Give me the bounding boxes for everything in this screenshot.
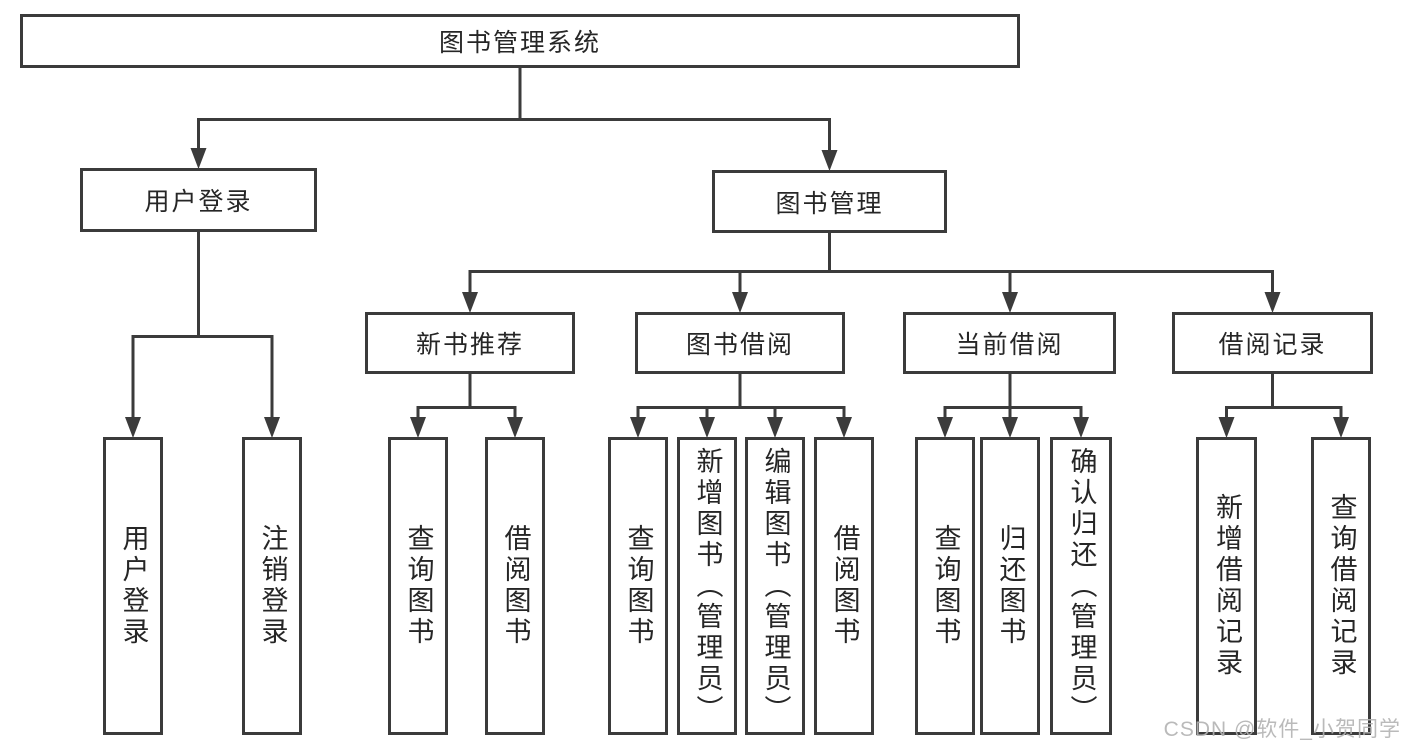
leaf-label: 查询借阅记录 [1326,493,1357,679]
leaf-label: 确认归还（管理员） [1066,446,1097,726]
leaf-label: 编辑图书（管理员） [760,446,791,726]
node-label: 当前借阅 [955,331,1064,359]
leaf-label: 查询图书 [623,524,654,648]
node-library-management-system: 图书管理系统 [20,14,1020,68]
leaf-label: 借阅图书 [829,524,860,648]
leaf-query-book-2: 查询图书 [608,437,668,735]
leaf-label: 查询图书 [930,524,961,648]
leaf-label: 借阅图书 [500,524,531,648]
node-borrow-records: 借阅记录 [1172,312,1373,374]
node-label: 图书借阅 [685,331,794,359]
leaf-logout: 注销登录 [242,437,302,735]
leaf-query-borrow-record: 查询借阅记录 [1311,437,1371,735]
leaf-label: 归还图书 [995,524,1026,648]
node-book-borrowing: 图书借阅 [635,312,845,374]
csdn-watermark: CSDN @软件_小贺同学 [1163,718,1401,741]
node-label: 图书管理系统 [438,29,601,57]
leaf-borrow-book-1: 借阅图书 [485,437,545,735]
leaf-query-book-3: 查询图书 [915,437,975,735]
leaf-label: 新增图书（管理员） [692,446,723,726]
node-label: 用户登录 [144,188,253,216]
node-label: 图书管理 [775,189,884,218]
node-current-borrowing: 当前借阅 [903,312,1116,374]
node-label: 借阅记录 [1218,331,1327,359]
node-book-management: 图书管理 [712,170,947,233]
node-label: 新书推荐 [415,331,524,359]
leaf-label: 新增借阅记录 [1212,493,1242,679]
leaf-borrow-book-2: 借阅图书 [814,437,874,735]
leaf-user-login: 用户登录 [103,437,163,735]
leaf-confirm-return-admin: 确认归还（管理员） [1050,437,1112,735]
leaf-label: 注销登录 [257,524,288,648]
leaf-label: 查询图书 [403,524,434,648]
leaf-add-borrow-record: 新增借阅记录 [1196,437,1257,735]
leaf-edit-book-admin: 编辑图书（管理员） [745,437,805,735]
node-new-book-recommend: 新书推荐 [365,312,575,374]
node-user-login: 用户登录 [80,168,317,232]
leaf-return-book: 归还图书 [980,437,1040,735]
leaf-label: 用户登录 [118,524,149,648]
leaf-query-book-1: 查询图书 [388,437,448,735]
leaf-add-book-admin: 新增图书（管理员） [677,437,737,735]
